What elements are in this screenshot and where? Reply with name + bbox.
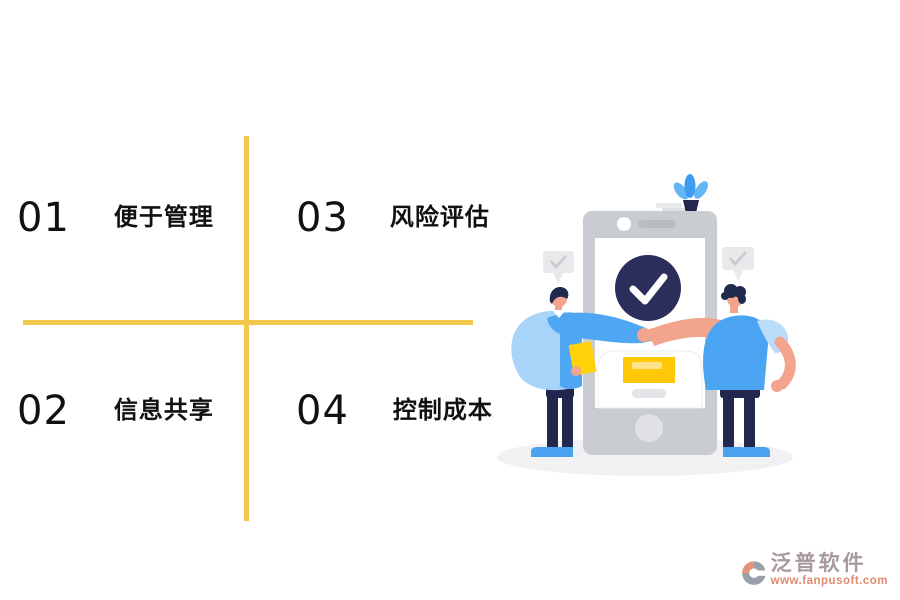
brand-name: 泛普软件 [770,552,867,575]
handshake-illustration [497,174,796,476]
phone-camera [617,217,631,231]
feature-number: 02 [17,388,70,434]
feature-label: 便于管理 [113,204,214,231]
feature-item-01: 01 便于管理 [17,198,214,238]
phone-home-button [635,414,663,442]
feature-number: 03 [296,195,349,241]
feature-number: 01 [17,195,70,241]
person-left [511,286,652,457]
card-banner [623,357,675,383]
speech-bubble-check-icon [543,251,574,284]
screen-card [597,350,703,409]
feature-item-02: 02 信息共享 [17,391,214,431]
feature-label: 信息共享 [113,397,214,424]
potted-plant-icon [656,174,708,213]
feature-label: 控制成本 [392,397,493,424]
feature-item-03: 03 风险评估 [296,198,490,238]
feature-label: 风险评估 [389,204,490,231]
feature-item-04: 04 控制成本 [296,391,493,431]
handshake-hands [637,328,661,342]
fanpu-logo-icon [741,560,767,585]
person-right [648,284,796,457]
feature-number: 04 [296,388,349,434]
phone-speaker [638,220,676,228]
brand-watermark: 泛普软件 www.fanpusoft.com [741,553,888,588]
divider-horizontal [23,320,473,325]
brand-text-block: 泛普软件 www.fanpusoft.com [771,553,888,588]
speech-bubble-check-icon [722,247,754,281]
brand-url: www.fanpusoft.com [770,575,888,587]
check-circle-icon [615,255,681,321]
divider-vertical [244,136,249,521]
